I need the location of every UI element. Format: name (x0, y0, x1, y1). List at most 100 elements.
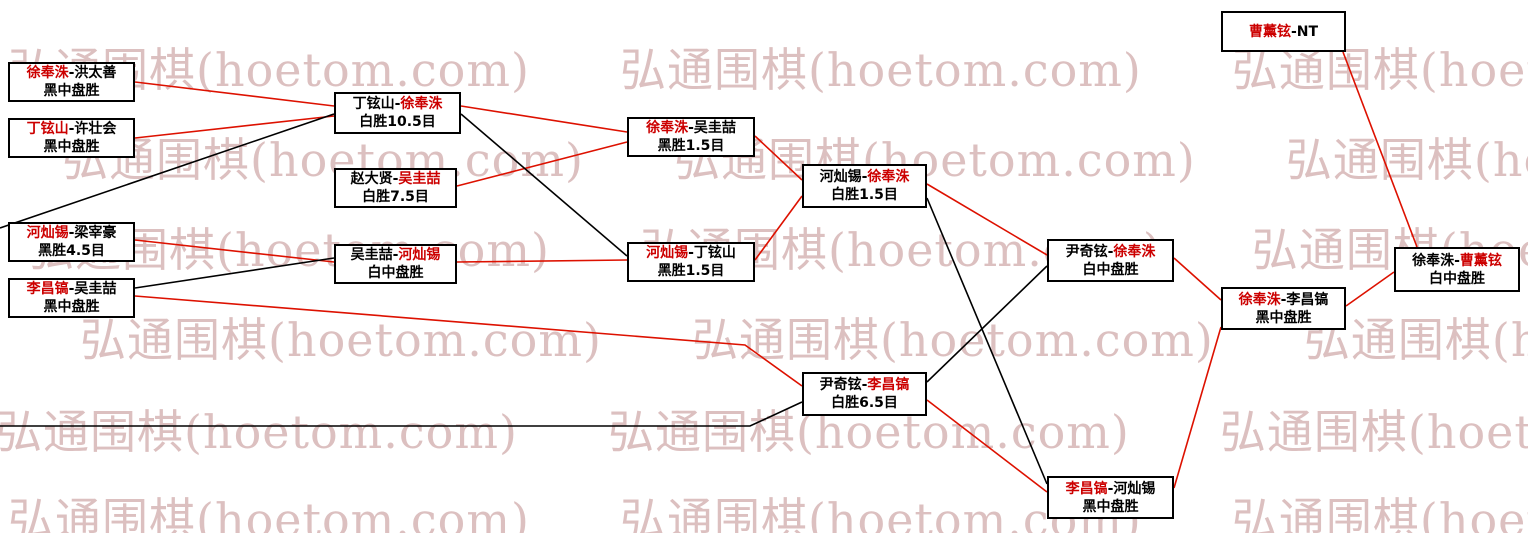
bracket-line-black (926, 265, 1048, 383)
player1-name: 丁铉山 (352, 96, 395, 112)
player-separator: - (68, 281, 75, 297)
watermark-text: 弘通围棋(hoetom.com) (80, 313, 602, 367)
player-separator: - (1454, 252, 1460, 269)
match-players: 曹薰铉-NT (1249, 23, 1318, 41)
player2-name: 徐奉洙 (1113, 243, 1156, 260)
player1-name: 河灿锡 (819, 169, 862, 185)
match-players: 赵大贤-吴圭喆 (351, 170, 441, 188)
bracket-line-red (134, 81, 335, 107)
bracket-line-red (1173, 326, 1222, 489)
match-box: 曹薰铉-NT (1221, 11, 1346, 52)
player1-name: 河灿锡 (26, 225, 69, 241)
player2-name: 徐奉洙 (400, 96, 443, 112)
watermark-text: 弘通围棋(hoetom.com) (1219, 405, 1528, 459)
bracket-line-red (754, 195, 803, 261)
match-box: 吴圭喆-河灿锡白中盘胜 (334, 244, 457, 284)
match-result: 黑中盘胜 (43, 83, 100, 99)
bracket-line-red (460, 105, 628, 133)
bracket-line-red (754, 135, 803, 181)
bracket-line-red (456, 259, 628, 263)
player2-name: 河灿锡 (398, 247, 441, 263)
player1-name: 徐奉洙 (1238, 291, 1281, 308)
bracket-line-black (134, 257, 335, 289)
bracket-line-red (926, 183, 1048, 256)
player1-name: 徐奉洙 (26, 65, 69, 81)
player1-name: 李昌镐 (26, 281, 69, 297)
bracket-line-black (0, 401, 803, 427)
player2-name: 许壮会 (74, 121, 117, 137)
match-players: 河灿锡-徐奉洙 (820, 168, 910, 186)
bracket-line-red (1173, 257, 1222, 301)
match-result: 白中盘胜 (1082, 261, 1139, 278)
player2-name: 李昌镐 (1286, 291, 1329, 308)
player-separator: - (688, 245, 694, 261)
player-separator: - (68, 65, 75, 81)
watermark-text: 弘通围棋(hoetom.com) (619, 43, 1142, 97)
match-players: 河灿锡-梁宰豪 (27, 224, 117, 242)
match-result: 黑胜1.5目 (657, 138, 725, 154)
match-box: 李昌镐-吴圭喆黑中盘胜 (8, 278, 135, 318)
player1-name: 徐奉洙 (646, 120, 689, 136)
match-result: 黑胜4.5目 (38, 243, 105, 259)
match-players: 徐奉洙-吴圭喆 (646, 119, 736, 137)
player1-name: 曹薰铉 (1248, 23, 1291, 40)
match-box: 尹奇铉-徐奉洙白中盘胜 (1047, 239, 1174, 282)
player-separator: - (392, 247, 399, 263)
match-result: 黑中盘胜 (1082, 498, 1139, 515)
bracket-line-red (1345, 271, 1395, 307)
player-separator: - (861, 377, 868, 393)
match-box: 李昌镐-河灿锡黑中盘胜 (1047, 476, 1174, 519)
bracket-line-red (926, 399, 1048, 493)
match-box: 赵大贤-吴圭喆白胜7.5目 (334, 168, 457, 208)
match-players: 尹奇铉-徐奉洙 (1066, 243, 1156, 261)
match-players: 徐奉洙-洪太善 (27, 64, 117, 82)
match-box: 河灿锡-丁铉山黑胜1.5目 (627, 242, 755, 282)
player2-name: 吴圭喆 (74, 281, 117, 297)
player1-name: 尹奇铉 (819, 377, 862, 393)
match-result: 白胜1.5目 (831, 187, 898, 203)
match-players: 河灿锡-丁铉山 (646, 244, 736, 262)
match-players: 吴圭喆-河灿锡 (351, 246, 441, 264)
player1-name: 河灿锡 (646, 245, 689, 261)
match-result: 白胜7.5目 (362, 189, 429, 205)
match-result: 白中盘胜 (1429, 270, 1485, 287)
player2-name: 丁铉山 (693, 245, 736, 261)
player1-name: 吴圭喆 (350, 247, 393, 263)
player-separator: - (68, 225, 75, 241)
player2-name: 吴圭喆 (693, 120, 736, 136)
match-box: 徐奉洙-吴圭喆黑胜1.5目 (627, 117, 755, 157)
player-separator: - (68, 121, 75, 137)
match-box: 徐奉洙-曹薰铉白中盘胜 (1394, 247, 1520, 292)
match-box: 丁铉山-徐奉洙白胜10.5目 (334, 92, 461, 134)
match-players: 徐奉洙-曹薰铉 (1412, 252, 1502, 270)
player2-name: 李昌镐 (867, 377, 910, 393)
match-box: 徐奉洙-李昌镐黑中盘胜 (1221, 287, 1346, 330)
player-separator: - (688, 120, 694, 136)
watermark-text: 弘通围棋(hoetom.com) (1231, 43, 1528, 97)
player-separator: - (1107, 480, 1114, 497)
match-players: 徐奉洙-李昌镐 (1239, 291, 1329, 309)
watermark-text: 弘通围棋(hoetom.com) (8, 493, 530, 533)
match-result: 黑中盘胜 (1255, 309, 1312, 326)
player2-name: 河灿锡 (1113, 480, 1156, 497)
player1-name: 尹奇铉 (1065, 243, 1108, 260)
player1-name: 李昌镐 (1065, 480, 1108, 497)
bracket-line-black (0, 113, 335, 229)
match-result: 黑中盘胜 (43, 139, 100, 155)
match-players: 丁铉山-徐奉洙 (353, 95, 443, 113)
bracket-line-black (926, 197, 1048, 485)
player2-name: 洪太善 (74, 65, 117, 81)
bracket-line-black (460, 113, 628, 257)
player2-name: NT (1296, 23, 1319, 40)
watermark-row: 弘通围棋(hoetom.com)弘通围棋(hoetom.com)弘通围棋(hoe… (80, 304, 1528, 370)
watermark-row: 弘通围棋(hoetom.com)弘通围棋(hoetom.com)弘通围棋(hoe… (8, 484, 1528, 533)
match-result: 黑中盘胜 (43, 299, 100, 315)
player-separator: - (1290, 23, 1297, 40)
bracket-line-red (134, 239, 335, 263)
match-result: 白胜10.5目 (359, 114, 436, 130)
bracket-line-red (134, 115, 335, 139)
player-separator: - (1107, 243, 1114, 260)
bracket-line-red (1342, 51, 1418, 248)
player1-name: 丁铉山 (26, 121, 69, 137)
